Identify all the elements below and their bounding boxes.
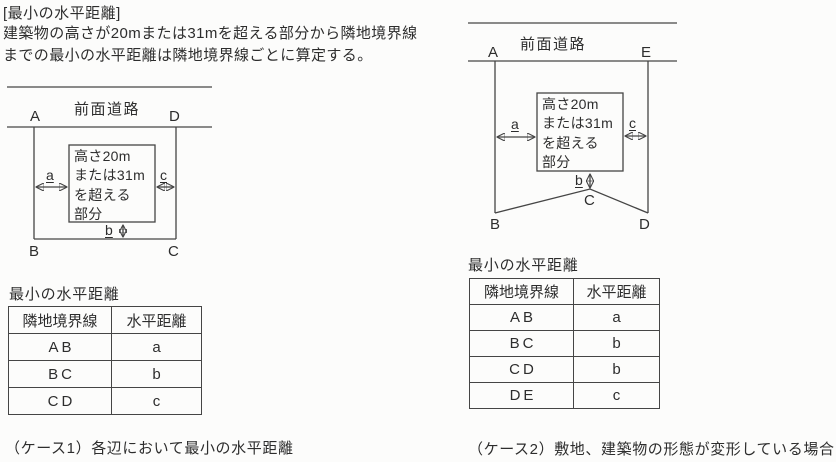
case2-distance-label-b: b — [575, 172, 583, 188]
distance-cell: c — [111, 387, 202, 415]
boundary-cell: DE — [469, 382, 574, 409]
case1-corner-c: C — [168, 243, 179, 260]
description-line-2: までの最小の水平距離は隣地境界線ごとに算定する。 — [3, 47, 373, 64]
case2-plot-outline — [468, 22, 677, 214]
case1-corner-b: B — [29, 243, 40, 260]
case2-corner-e: E — [641, 44, 652, 61]
case1-building-box-text: 高さ20m または31m を超える 部分 — [74, 147, 154, 225]
building-box-line: または31m — [74, 167, 146, 184]
case2-distance-label-a: a — [511, 116, 519, 132]
table-row: DE c — [469, 382, 660, 409]
boundary-cell: AB — [8, 333, 112, 361]
table-header-row: 隣地境界線 水平距離 — [8, 306, 202, 334]
case1-corner-a: A — [30, 108, 41, 125]
distance-cell: a — [111, 333, 202, 361]
building-box-line: 部分 — [542, 154, 571, 171]
case1-distance-label-a: a — [46, 167, 54, 183]
table-row: CD b — [469, 356, 660, 383]
case2-corner-d: D — [639, 216, 650, 233]
table-row: BC b — [8, 360, 202, 388]
case1-caption: （ケース1）各辺において最小の水平距離 — [5, 440, 294, 457]
building-box-line: 部分 — [74, 206, 103, 223]
building-box-line: 高さ20m — [542, 96, 599, 112]
building-box-line: 高さ20m — [74, 148, 131, 164]
page-title: [最小の水平距離] — [3, 5, 121, 22]
distance-cell: b — [111, 360, 202, 388]
case1-road-label: 前面道路 — [74, 101, 141, 118]
table-row: BC b — [469, 330, 660, 357]
table-row: CD c — [8, 387, 202, 415]
case1-distance-label-b: b — [105, 222, 113, 238]
distance-cell: c — [573, 382, 660, 409]
distance-cell: a — [573, 304, 660, 331]
case1-plot-outline — [7, 86, 212, 240]
boundary-cell: BC — [8, 360, 112, 388]
building-box-line: または31m — [542, 115, 614, 132]
col-header-distance: 水平距離 — [573, 278, 660, 305]
boundary-cell: CD — [8, 387, 112, 415]
boundary-cell: CD — [469, 356, 574, 383]
table-header-row: 隣地境界線 水平距離 — [469, 278, 660, 305]
col-header-distance: 水平距離 — [111, 306, 202, 334]
case1-building-box-outline — [68, 144, 156, 223]
case1-table-title: 最小の水平距離 — [9, 286, 120, 303]
case2-table-title: 最小の水平距離 — [468, 257, 579, 274]
case2-distance-label-c: c — [629, 115, 636, 131]
building-box-line: を超える — [74, 186, 131, 203]
col-header-boundary: 隣地境界線 — [469, 278, 574, 305]
case2-corner-c: C — [584, 192, 595, 209]
distance-cell: b — [573, 330, 660, 357]
boundary-cell: AB — [469, 304, 574, 331]
case1-table: 隣地境界線 水平距離 AB a BC b CD c — [8, 306, 202, 415]
case2-building-box-outline — [536, 92, 624, 172]
boundary-cell: BC — [469, 330, 574, 357]
case2-caption: （ケース2）敷地、建築物の形態が変形している場合 — [468, 441, 835, 458]
distance-cell: b — [573, 356, 660, 383]
case2-corner-b: B — [490, 216, 501, 233]
building-box-line: を超える — [542, 134, 599, 151]
table-row: AB a — [8, 333, 202, 361]
case1-distance-label-c: c — [160, 167, 167, 183]
table-row: AB a — [469, 304, 660, 331]
case1-corner-d: D — [169, 108, 180, 125]
case2-table: 隣地境界線 水平距離 AB a BC b CD b DE c — [469, 278, 660, 409]
case2-building-box-text: 高さ20m または31m を超える 部分 — [542, 95, 622, 173]
case2-road-label: 前面道路 — [520, 36, 587, 53]
col-header-boundary: 隣地境界線 — [8, 306, 112, 334]
case2-corner-a: A — [488, 44, 499, 61]
description-line-1: 建築物の高さが20mまたは31mを超える部分から隣地境界線 — [3, 25, 418, 42]
